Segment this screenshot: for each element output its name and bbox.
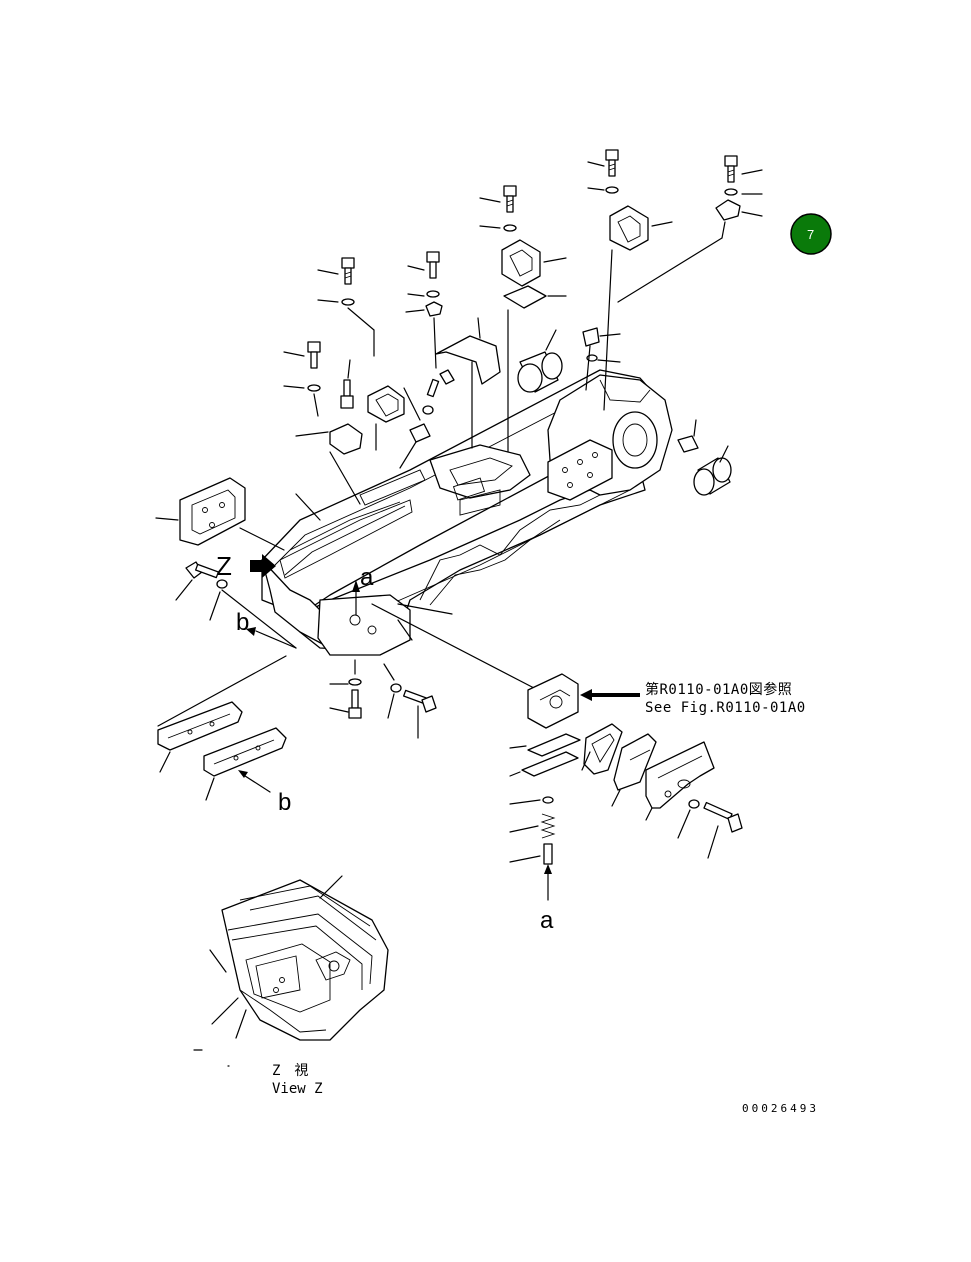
bushing-center <box>517 329 563 393</box>
bolt-group-far-left <box>283 341 363 505</box>
guard-rail-lower <box>203 727 287 801</box>
page-badge-circle <box>790 213 832 255</box>
bolt-group-left <box>317 257 405 451</box>
z-view-arrow <box>250 554 276 578</box>
callout-a-bottom: a <box>540 907 554 934</box>
callout-b-bottom: b <box>278 789 291 816</box>
page-badge-label: 7 <box>807 227 814 242</box>
track-frame-main-body <box>261 369 673 656</box>
callout-a-top: a <box>360 564 374 591</box>
callout-b-left: b <box>236 609 249 636</box>
drawing-number: 00026493 <box>742 1102 819 1115</box>
arrow-a-top <box>352 580 360 616</box>
bolt-group-top-center-right <box>587 149 673 411</box>
view-z-inset <box>193 875 389 1067</box>
arrow-b-bottom <box>238 770 271 793</box>
view-caption-jp: Z 視 <box>272 1063 308 1079</box>
plug-rear <box>582 327 621 391</box>
bolt-group-left-center <box>405 251 455 415</box>
bolt-group-top-center <box>479 185 567 453</box>
adjuster-assembly <box>371 603 743 901</box>
bolt-lower-left <box>175 561 297 649</box>
guard-rail-upper <box>157 655 287 773</box>
arrow-b-left <box>246 627 297 649</box>
valve-small <box>399 387 431 469</box>
reference-line-jp: 第R0110-01A0図参照 <box>645 681 792 698</box>
callout-z: Z <box>216 551 232 581</box>
view-caption-en: View Z <box>272 1081 323 1097</box>
bolt-group-top-right <box>617 155 763 303</box>
guard-plate-left <box>179 477 246 546</box>
bolt-lower-center <box>329 659 437 739</box>
shell-cover <box>435 317 501 449</box>
reference-line-en: See Fig.R0110-01A0 <box>645 700 806 716</box>
page-badge[interactable]: 7 <box>790 213 832 255</box>
plug-right <box>677 419 732 496</box>
leader-lines-frame <box>155 493 453 641</box>
